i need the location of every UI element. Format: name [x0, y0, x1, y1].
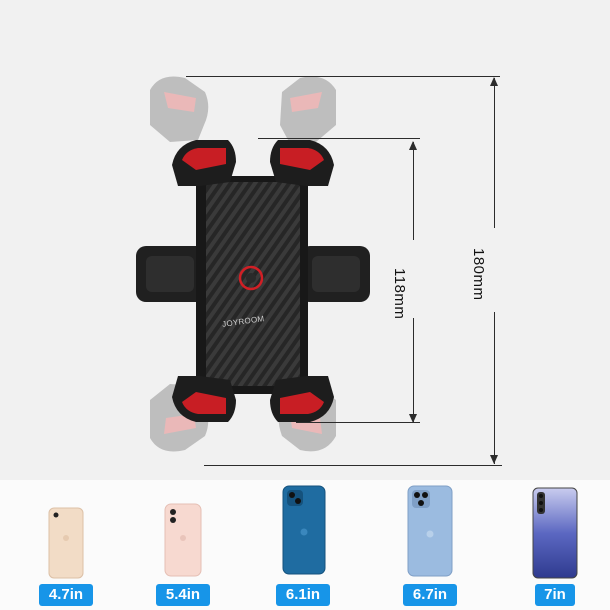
top-claws [172, 140, 334, 186]
bottom-claws [172, 376, 334, 422]
size-badge: 5.4in [156, 584, 210, 606]
phone-size-item: 4.7in [16, 480, 116, 610]
size-badge: 6.1in [276, 584, 330, 606]
phone-size-item: 7in [505, 480, 605, 610]
dimension-extension-bottom-180 [204, 465, 502, 466]
dimension-line-180-lower [494, 312, 495, 464]
product-illustration: 118mm 180mm JOYROOM [136, 76, 502, 466]
dimension-line-180 [494, 78, 495, 228]
phone-icon [48, 507, 84, 579]
size-badge: 7in [535, 584, 575, 606]
phone-icon [532, 487, 578, 579]
side-arms [136, 246, 370, 302]
size-badge: 6.7in [403, 584, 457, 606]
phone-icon [407, 485, 453, 577]
compatible-phone-sizes: 4.7in 5.4in 6.1in 6.7in [0, 480, 610, 610]
dimension-extension-bottom-118 [296, 422, 420, 423]
dimension-label-118: 118mm [391, 268, 408, 320]
dimension-label-180: 180mm [470, 248, 487, 301]
size-badge: 4.7in [39, 584, 93, 606]
phone-icon [164, 503, 202, 577]
dimension-extension-top-180 [186, 76, 500, 77]
dimension-extension-top-118 [258, 138, 420, 139]
phone-size-item: 5.4in [133, 480, 233, 610]
phone-size-item: 6.7in [380, 480, 480, 610]
bike-phone-holder-image [136, 76, 498, 464]
phone-icon [282, 485, 326, 575]
dimension-line-118 [413, 142, 414, 240]
phone-size-item: 6.1in [253, 480, 353, 610]
center-ring-icon [238, 265, 264, 291]
dimension-line-118-lower [413, 318, 414, 422]
carbon-fiber-panel [206, 182, 300, 386]
